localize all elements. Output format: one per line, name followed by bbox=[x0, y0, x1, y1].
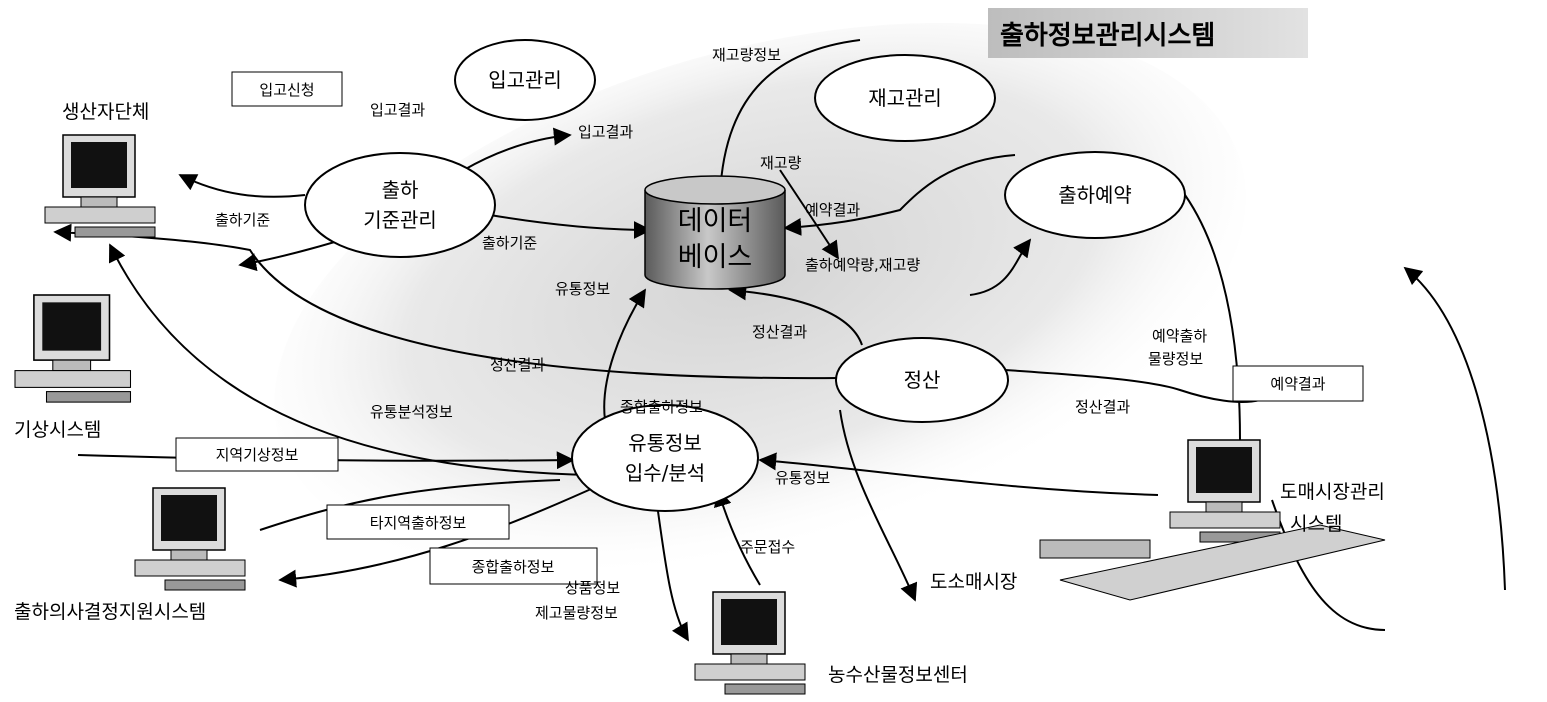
edge-reserve-to-market bbox=[1184, 194, 1241, 441]
edge-settle-to-retail bbox=[839, 409, 918, 602]
label-dist-info-1: 유통정보 bbox=[555, 280, 610, 298]
title-box bbox=[988, 8, 1308, 58]
entity-decision: 출하의사결정지원시스템 bbox=[14, 601, 206, 623]
node-criteria-label-1: 출하 bbox=[382, 178, 419, 202]
system-boundary bbox=[274, 22, 1246, 578]
node-criteria-label-2: 기준관리 bbox=[363, 208, 437, 232]
process-nodes bbox=[304, 39, 1186, 512]
edge-market-to-dist bbox=[758, 452, 1159, 496]
edge-stock-info bbox=[711, 39, 861, 197]
node-receiving bbox=[454, 39, 596, 121]
edge-other-region bbox=[259, 479, 561, 531]
label-product-info: 상품정보 bbox=[565, 579, 620, 597]
label-reserve-result-box: 예약결과 bbox=[1270, 375, 1325, 393]
node-shipping-criteria bbox=[304, 152, 496, 258]
edge-dist-to-producer bbox=[109, 243, 591, 476]
computer-producer-icon bbox=[44, 134, 156, 238]
node-settlement-label: 정산 bbox=[904, 368, 941, 392]
edge-to-reserve bbox=[969, 238, 1032, 296]
edge-market-right-curve bbox=[1271, 499, 1386, 631]
box-reserve-result bbox=[1232, 365, 1364, 402]
edge-criteria-to-db bbox=[489, 214, 652, 239]
label-dist-info-2: 유통정보 bbox=[775, 469, 830, 487]
label-settle-result-2: 정산결과 bbox=[490, 356, 545, 374]
label-reserve-result: 예약결과 bbox=[805, 201, 860, 219]
edge-dist-to-db bbox=[603, 288, 646, 421]
edge-comp-to-decision bbox=[278, 484, 601, 588]
boxed-labels bbox=[175, 71, 1364, 585]
label-regional-weather: 지역기상정보 bbox=[216, 446, 299, 464]
entity-center: 농수산물정보센터 bbox=[828, 664, 968, 686]
edge-dist-to-center bbox=[654, 489, 689, 642]
computer-center-icon bbox=[694, 591, 806, 695]
computer-market-icon bbox=[1039, 439, 1386, 601]
entity-market-1: 도매시장관리 bbox=[1280, 481, 1385, 503]
box-other-region bbox=[326, 504, 510, 540]
edge-reserve-to-db bbox=[783, 154, 1016, 236]
label-receiving-result-1: 입고결과 bbox=[370, 101, 425, 119]
node-reservation-label: 출하예약 bbox=[1058, 183, 1132, 207]
label-receiving-result-2: 입고결과 bbox=[578, 123, 633, 141]
entity-weather: 기상시스템 bbox=[14, 419, 101, 441]
node-inventory bbox=[814, 54, 996, 142]
edge-settle-to-db bbox=[728, 282, 863, 346]
entity-market-2: 시스템 bbox=[1290, 513, 1342, 535]
label-stock-amount: 재고량 bbox=[760, 154, 802, 172]
label-reserve-ship-1: 예약출하 bbox=[1152, 327, 1207, 345]
db-label-line1: 데이터 bbox=[678, 206, 753, 237]
box-comprehensive bbox=[429, 547, 598, 585]
node-distribution bbox=[571, 404, 759, 512]
computer-decision-icon bbox=[134, 487, 246, 591]
label-comprehensive-box: 종합출하정보 bbox=[472, 558, 555, 576]
edge-db-stock bbox=[779, 169, 839, 260]
edge-settle-right bbox=[1004, 369, 1261, 403]
edges bbox=[53, 39, 1506, 642]
edge-criteria-to-producer bbox=[178, 174, 306, 198]
database-node: 데이터 베이스 bbox=[644, 175, 786, 290]
label-dist-analysis: 유통분석정보 bbox=[370, 403, 453, 421]
box-regional-weather bbox=[175, 437, 339, 472]
label-settle-result-1: 정산결과 bbox=[752, 323, 807, 341]
label-stock-qty-info: 제고물량정보 bbox=[535, 604, 618, 622]
entity-producer: 생산자단체 bbox=[62, 101, 149, 123]
label-comprehensive-info: 종합출하정보 bbox=[620, 398, 703, 416]
computer-weather-icon bbox=[14, 294, 132, 403]
node-distribution-label-2: 입수/분석 bbox=[625, 461, 705, 485]
node-settlement bbox=[835, 337, 1009, 423]
box-receiving-request bbox=[231, 71, 343, 107]
label-order: 주문접수 bbox=[740, 538, 795, 556]
node-receiving-label: 입고관리 bbox=[488, 68, 562, 92]
label-criteria-1: 출하기준 bbox=[215, 211, 270, 229]
node-distribution-label-1: 유통정보 bbox=[628, 431, 702, 455]
label-receiving-request: 입고신청 bbox=[259, 81, 314, 99]
label-criteria-2: 출하기준 bbox=[482, 234, 537, 252]
label-stock-info: 재고량정보 bbox=[712, 46, 781, 64]
label-reserve-amount: 출하예약량,재고량 bbox=[805, 256, 920, 274]
node-reservation bbox=[1004, 151, 1186, 239]
node-inventory-label: 재고관리 bbox=[868, 86, 942, 110]
entity-retail: 도소매시장 bbox=[930, 571, 1017, 593]
edge-order bbox=[714, 488, 761, 586]
system-title: 출하정보관리시스템 bbox=[1000, 21, 1215, 51]
label-other-region: 타지역출하정보 bbox=[370, 514, 467, 532]
label-reserve-ship-2: 물량정보 bbox=[1148, 350, 1203, 368]
edge-right-up bbox=[1403, 266, 1506, 591]
label-settle-result-3: 정산결과 bbox=[1075, 398, 1130, 416]
db-label-line2: 베이스 bbox=[678, 242, 753, 273]
